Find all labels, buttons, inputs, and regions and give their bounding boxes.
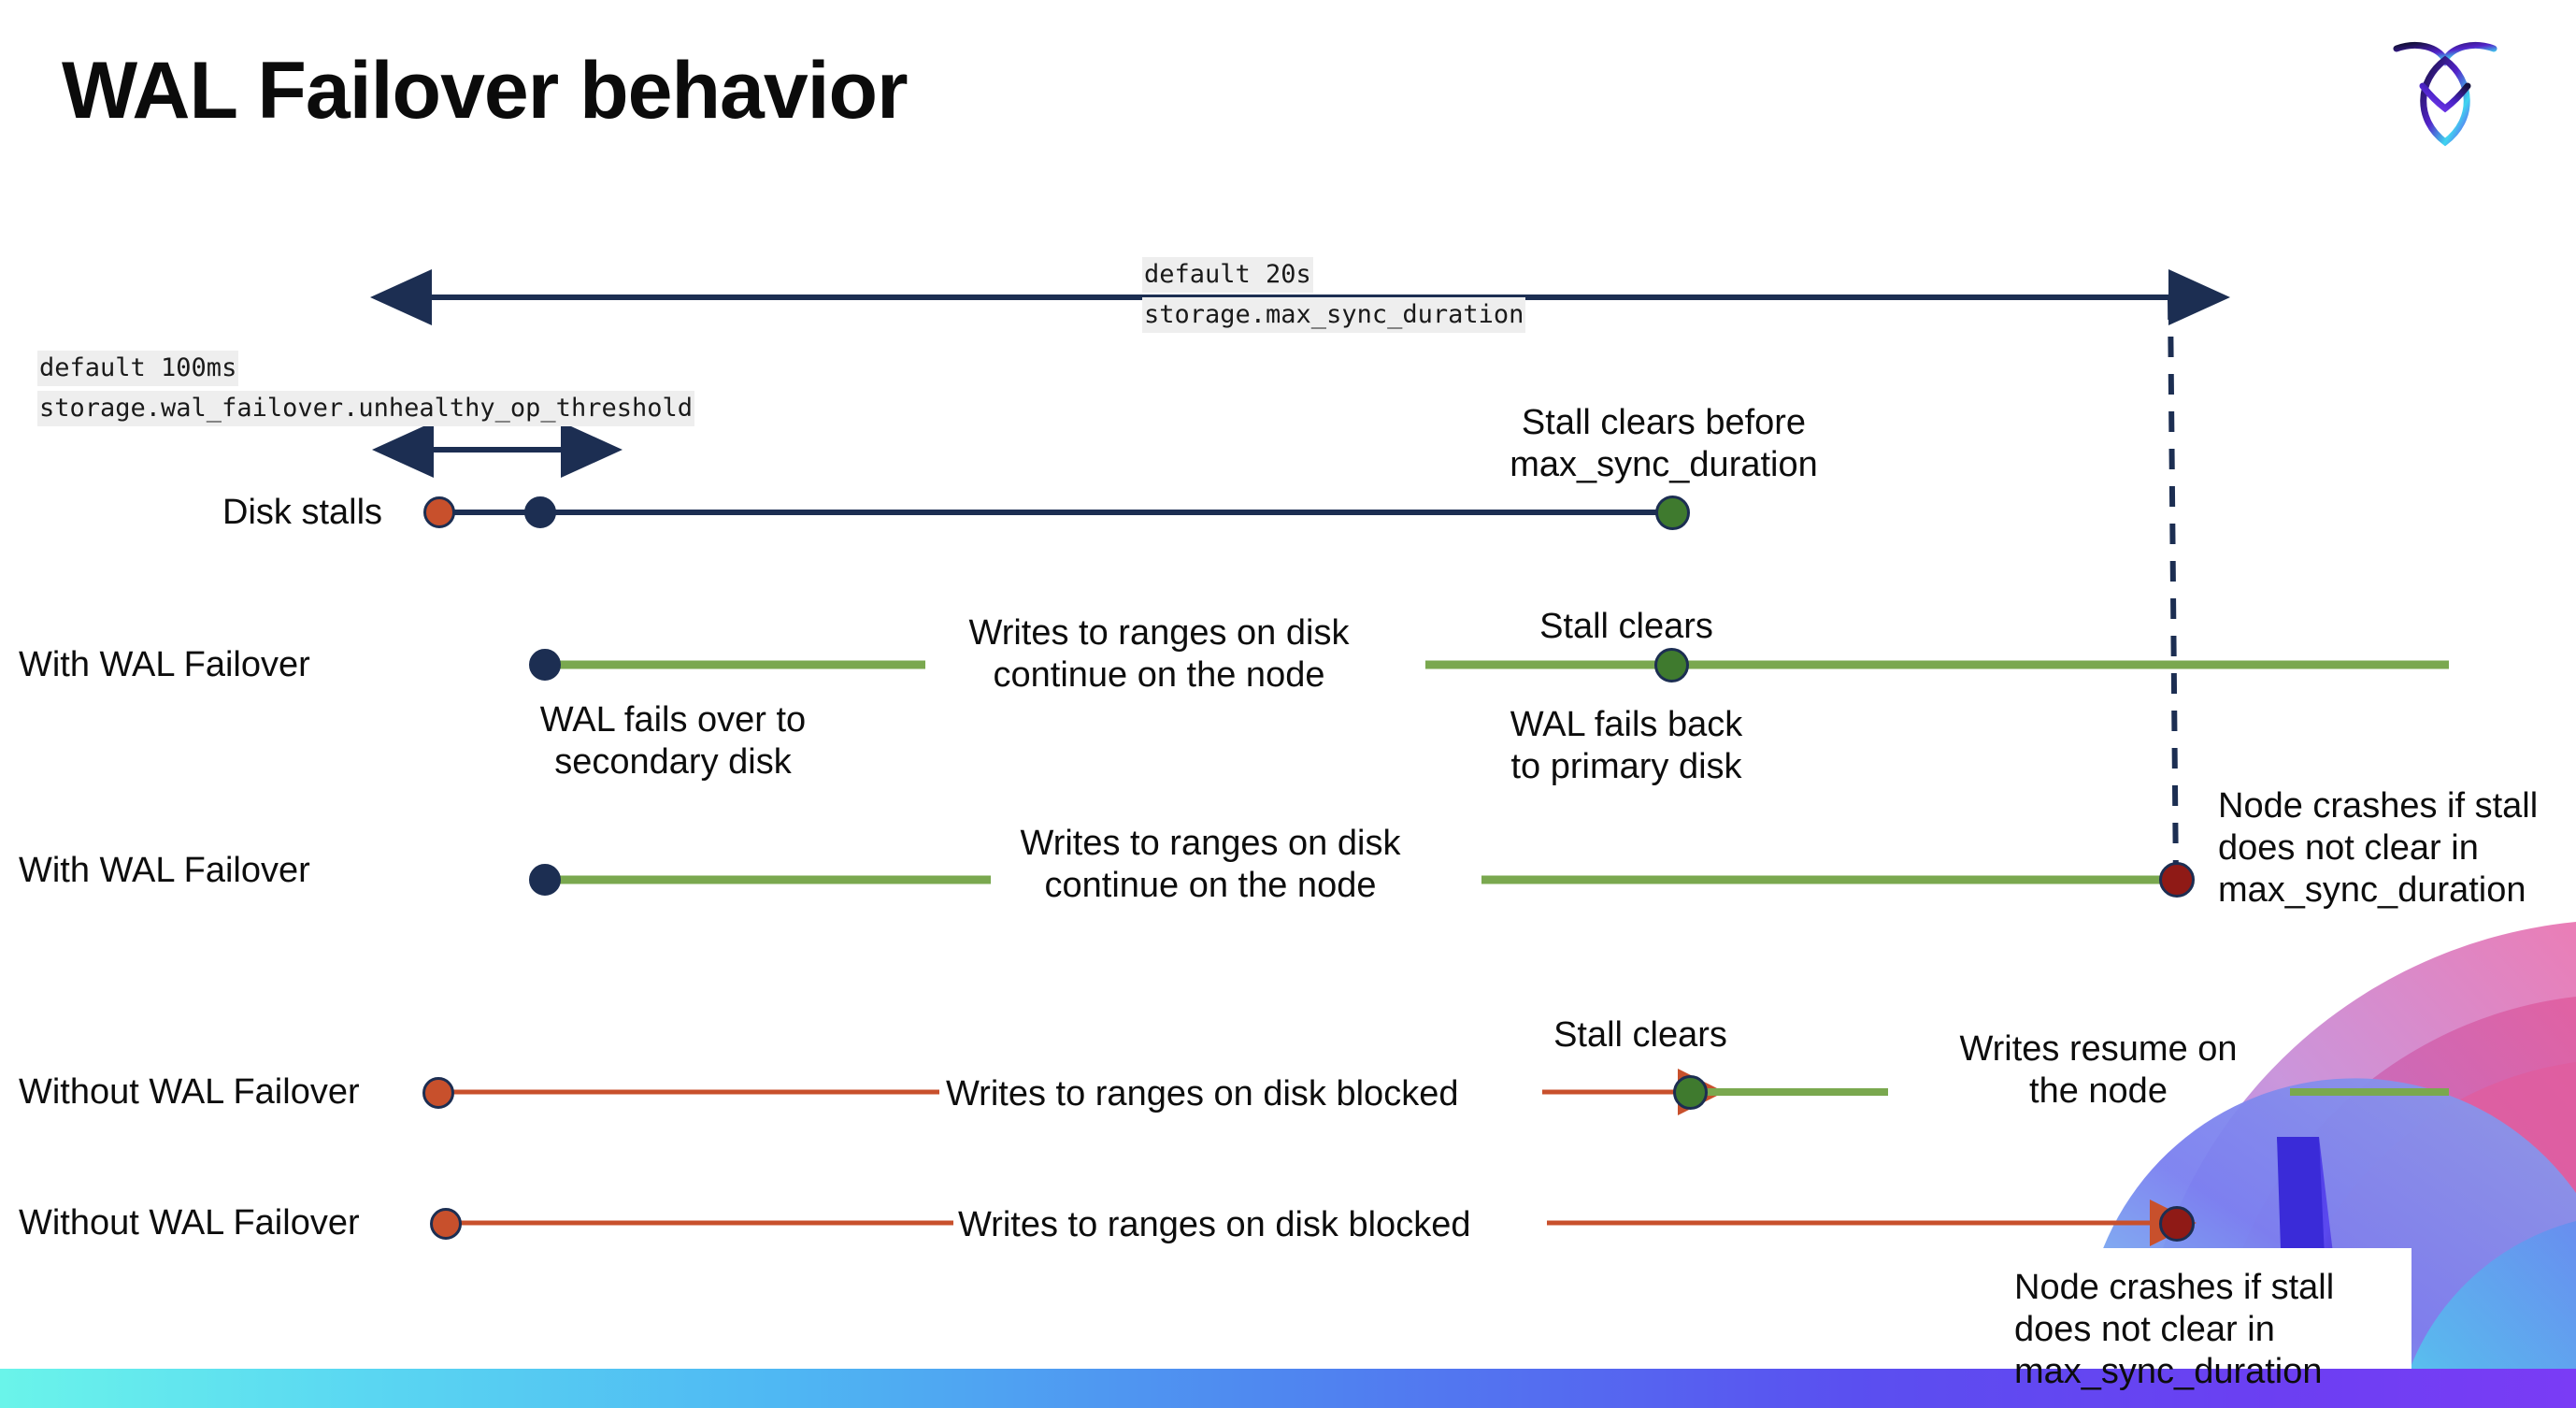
marker-stall-start-4	[422, 1077, 454, 1109]
annotation-stall-clears-1: Stall clears	[1539, 607, 1713, 646]
annotation-writes-blocked-1: Writes to ranges on disk blocked	[946, 1074, 1459, 1113]
row-label-without-wal-failover-clears: Without WAL Failover	[19, 1072, 360, 1112]
row-label-disk-stalls: Disk stalls	[222, 493, 383, 532]
decorative-mask	[1991, 1248, 2411, 1370]
annotation-stall-clears-2: Stall clears	[1553, 1015, 1727, 1055]
page-title: WAL Failover behavior	[62, 46, 909, 136]
marker-disk-stall-clears	[1655, 496, 1690, 530]
max-sync-duration-default-label: default 20s	[1142, 257, 1313, 293]
unhealthy-op-threshold-name-label: storage.wal_failover.unhealthy_op_thresh…	[37, 391, 694, 426]
marker-node-crash-1	[2159, 862, 2195, 898]
marker-wal-failover-start-1	[529, 649, 561, 681]
annotation-node-crashes-1: Node crashes if stall does not clear in …	[2218, 786, 2539, 910]
marker-node-crash-2	[2159, 1206, 2195, 1242]
annotation-writes-continue-1: Writes to ranges on disk continue on the…	[968, 613, 1350, 695]
max-sync-duration-dashed-connector	[2168, 298, 2179, 884]
cockroachdb-logo-icon	[2389, 28, 2501, 150]
max-sync-duration-name-label: storage.max_sync_duration	[1142, 297, 1526, 333]
marker-disk-stall-start	[423, 496, 455, 528]
marker-wal-failover-start-2	[529, 864, 561, 896]
marker-unhealthy-threshold-reached	[524, 496, 556, 528]
row-label-with-wal-failover-clears: With WAL Failover	[19, 645, 310, 684]
bottom-gradient-bar	[0, 1369, 2576, 1408]
row-label-without-wal-failover-crash: Without WAL Failover	[19, 1203, 360, 1243]
marker-stall-clears-2	[1673, 1075, 1708, 1110]
annotation-writes-continue-2: Writes to ranges on disk continue on the…	[1020, 824, 1401, 905]
annotation-stall-clears-before: Stall clears before max_sync_duration	[1510, 403, 1818, 484]
marker-stall-start-5	[430, 1208, 462, 1240]
annotation-wal-fails-over: WAL fails over to secondary disk	[539, 700, 807, 782]
annotation-writes-resume: Writes resume on the node	[1959, 1029, 2238, 1111]
row-label-with-wal-failover-crash: With WAL Failover	[19, 851, 310, 890]
annotation-wal-fails-back: WAL fails back to primary disk	[1510, 705, 1743, 786]
marker-stall-clears-1	[1654, 648, 1689, 682]
annotation-writes-blocked-2: Writes to ranges on disk blocked	[958, 1205, 1471, 1244]
unhealthy-op-threshold-default-label: default 100ms	[37, 351, 239, 386]
annotation-node-crashes-2: Node crashes if stall does not clear in …	[2014, 1268, 2335, 1391]
